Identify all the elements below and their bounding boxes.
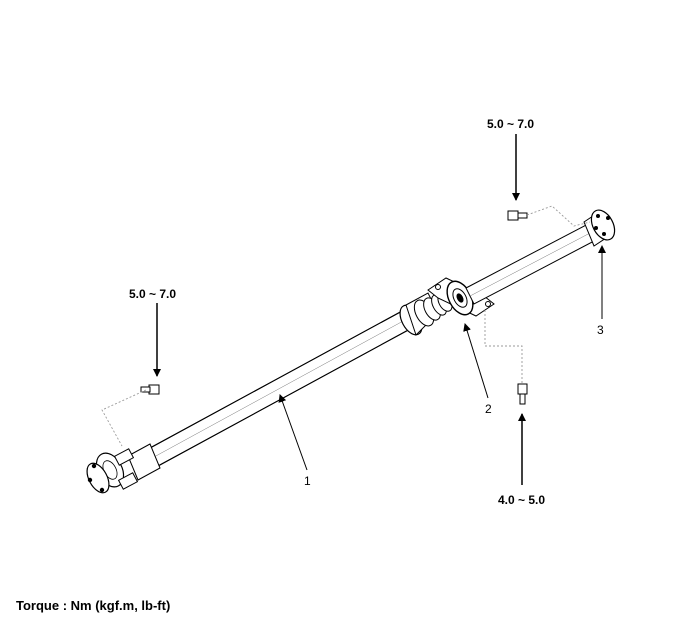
torque-units-note: Torque : Nm (kgf.m, lb-ft) [16,598,171,613]
callout-3: 3 [597,323,604,337]
callout-2: 2 [485,402,492,416]
bolt-center-bearing [517,383,528,405]
bolt-front-flange [140,384,160,395]
front-universal-joint [86,443,161,494]
front-shaft-tube [149,309,413,467]
bolt-leader-lines [101,205,591,447]
callout-1: 1 [304,474,311,488]
torque-arrows [153,134,526,485]
callout-leaders [278,245,606,471]
torque-label-front-flange: 5.0 ~ 7.0 [129,287,176,301]
torque-label-center-bearing: 4.0 ~ 5.0 [498,493,545,507]
bolt-rear-flange [507,210,528,221]
rear-shaft-tube [465,223,597,305]
torque-label-rear-flange: 5.0 ~ 7.0 [487,117,534,131]
